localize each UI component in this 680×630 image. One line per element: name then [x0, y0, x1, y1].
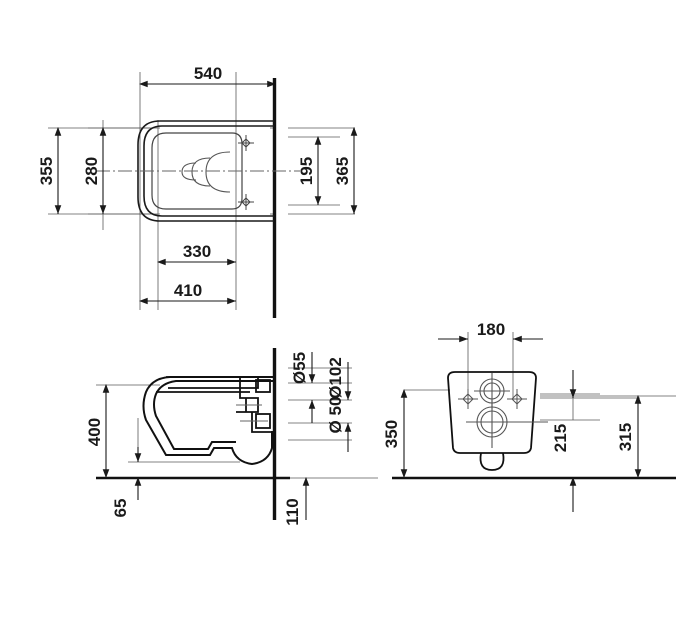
plan-bolt-hole-bottom [238, 194, 254, 210]
dim-330: 330 [156, 242, 236, 266]
dim-315-label: 315 [616, 423, 635, 451]
dim-65: 65 [111, 447, 142, 518]
dim-355-label: 355 [37, 157, 56, 185]
dim-280: 280 [82, 126, 107, 214]
plan-bolt-hole-top [238, 135, 254, 151]
dim-400-label: 400 [85, 418, 104, 446]
dim-50-label: Ø 50 [326, 397, 345, 434]
dim-110: 110 [283, 476, 310, 526]
dim-540-label: 540 [194, 64, 222, 83]
dim-365: 365 [333, 126, 358, 214]
dim-180: 180 [438, 320, 543, 343]
dim-55-label: Ø55 [290, 352, 309, 384]
front-bowl-outline [447, 371, 537, 471]
dim-350-label: 350 [382, 420, 401, 448]
dim-365-label: 365 [333, 157, 352, 185]
dim-355: 355 [37, 126, 62, 214]
dim-50: Ø 50 [326, 397, 345, 434]
plan-seat-inner [151, 132, 243, 210]
dim-315: 315 [616, 394, 642, 478]
plan-bolt-holes [238, 135, 254, 210]
plan-rim-detail [181, 151, 231, 193]
dim-350: 350 [382, 388, 408, 478]
dim-400: 400 [85, 383, 110, 478]
front-view: 180 350 215 315 [382, 320, 676, 512]
dim-215-label: 215 [551, 424, 570, 452]
dim-195-label: 195 [297, 157, 316, 185]
side-bowl-profile [142, 376, 274, 466]
dim-330-label: 330 [183, 242, 211, 261]
dim-410-label: 410 [174, 281, 202, 300]
dim-410: 410 [138, 281, 236, 305]
dim-110-label: 110 [283, 498, 302, 525]
dim-102: Ø102 [326, 357, 352, 452]
dim-195: 195 [297, 135, 322, 205]
plan-view: 540 [37, 64, 358, 318]
dim-180-label: 180 [477, 320, 505, 339]
side-seat-lid [156, 376, 259, 393]
dim-65-label: 65 [111, 499, 130, 518]
side-view: 400 65 Ø55 Ø102 Ø 50 110 [85, 348, 378, 526]
front-waste-outlet [466, 400, 548, 448]
dim-55: Ø55 [290, 352, 316, 423]
dim-215: 215 [551, 370, 577, 512]
side-outlet-detail [236, 404, 268, 422]
side-outlet-block [236, 377, 272, 433]
dim-102-label: Ø102 [326, 357, 345, 399]
front-bolt-hole-left [458, 389, 478, 409]
dim-280-label: 280 [82, 157, 101, 185]
dim-540: 540 [138, 64, 276, 88]
front-bolt-hole-right [507, 389, 527, 409]
